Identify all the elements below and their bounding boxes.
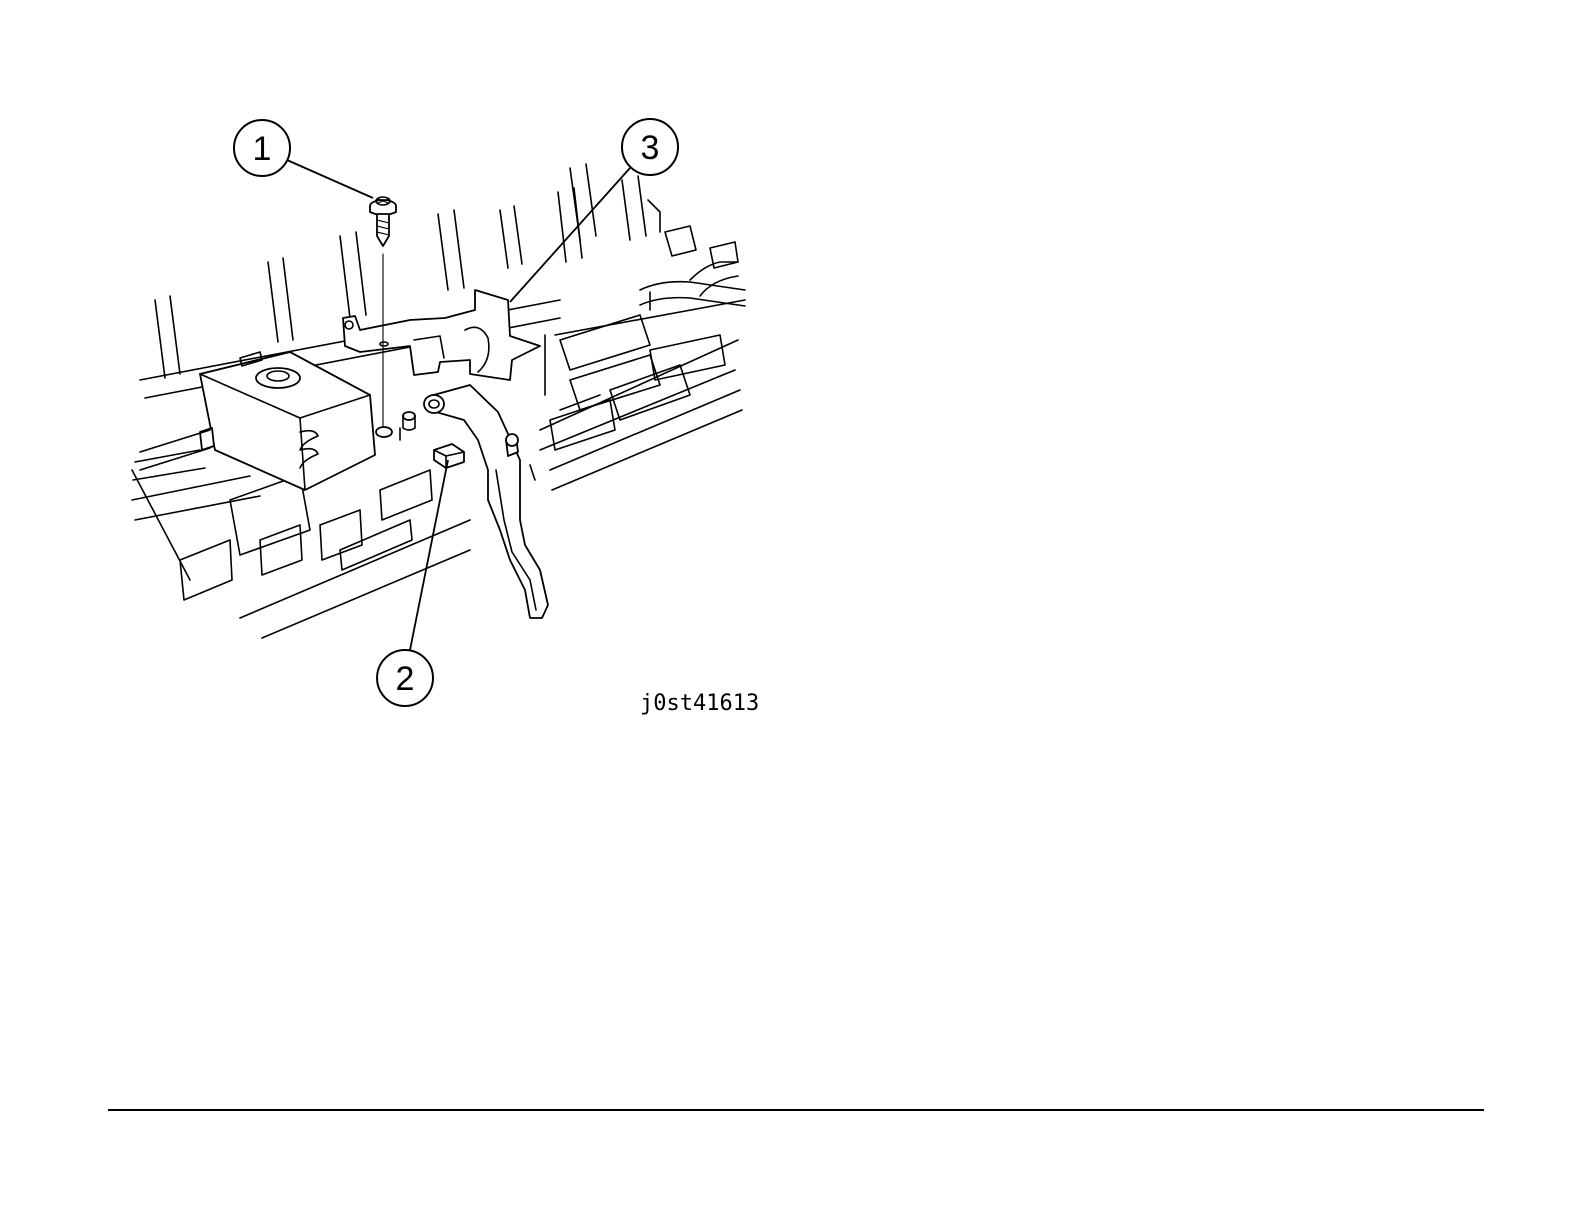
- callout-1-number: 1: [253, 130, 272, 168]
- bracket-part: [343, 290, 540, 380]
- sensor-connector-part: [434, 444, 464, 468]
- footer-rule: [108, 1109, 1484, 1111]
- callout-3-number: 3: [641, 129, 660, 167]
- callout-1: 1: [234, 120, 373, 198]
- screw-part: [370, 197, 396, 246]
- callout-2-number: 2: [396, 660, 415, 698]
- figure-id-label: j0st41613: [640, 691, 759, 716]
- callout-3: 3: [510, 119, 678, 302]
- actuator-lever: [424, 385, 548, 618]
- callout-2: 2: [377, 460, 448, 706]
- mounting-boss: [376, 412, 415, 440]
